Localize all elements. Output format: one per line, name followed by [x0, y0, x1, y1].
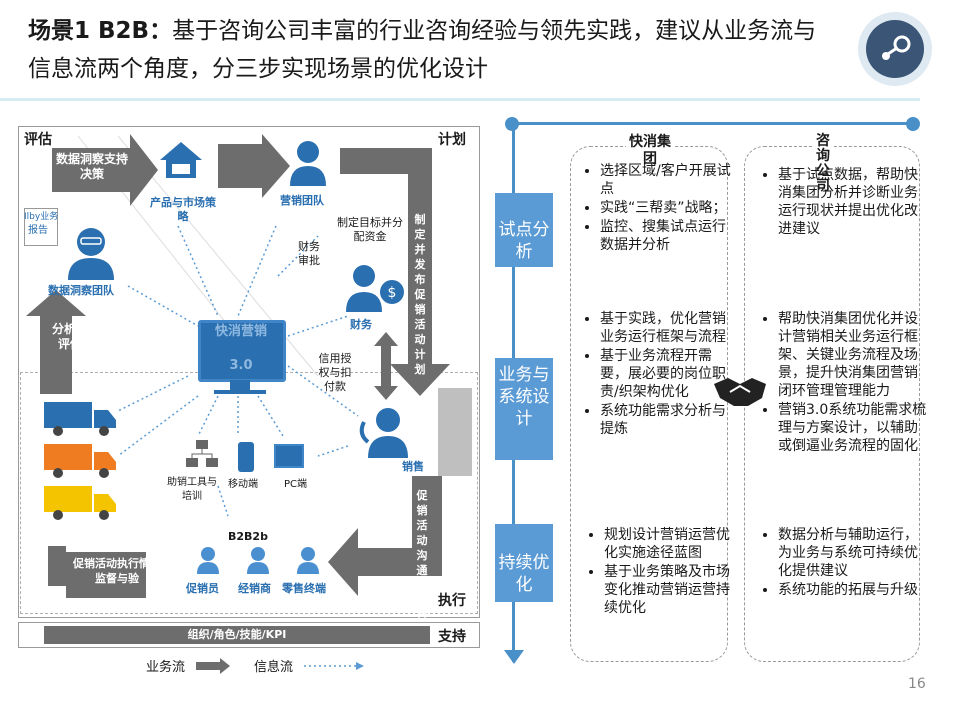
center-monitor-icon: [198, 320, 286, 382]
list-item: 基于实践，优化营销业务运行框架与流程: [600, 310, 734, 346]
pc-icon: [274, 444, 304, 468]
handshake-icon: [712, 370, 768, 414]
label-set-target: 制定目标并分配资金: [337, 216, 403, 243]
truck-yellow-icon: [44, 482, 116, 526]
list-item: 实践“三帮卖”战略；: [600, 199, 732, 217]
phase-1-client-list: 选择区域/客户开展试点 实践“三帮卖”战略； 监控、搜集试点运行数据并分析: [582, 162, 732, 255]
report-tag: Ilby业务: [24, 212, 59, 222]
label-credit: 信用授权与扣付款: [318, 352, 352, 393]
timeline-end-dot: [906, 117, 920, 131]
truck-blue-icon: [44, 398, 116, 442]
list-item: 基于试点数据，帮助快消集团分析并诊断业务运行现状并提出优化改进建议: [778, 166, 926, 238]
arrow-promo-supervise: 促销活动执行情况监督与验: [73, 557, 161, 585]
phase-3-consultant-list: 数据分析与辅助运行，为业务与系统可持续优化提供建议 系统功能的拓展与升级: [760, 526, 926, 600]
center-version: 3.0: [229, 358, 253, 373]
list-item: 系统功能需求分析与提炼: [600, 402, 734, 438]
timeline-top: [512, 122, 912, 125]
node-product-strategy: 产品与市场策略: [150, 196, 216, 223]
node-mobile: 移动端: [228, 479, 258, 490]
flow-arrows: [26, 134, 450, 598]
support-bar: 组织/角色/技能/KPI: [44, 626, 430, 644]
phase-1: 试点分析: [495, 193, 553, 267]
monitor-stand: [230, 380, 250, 390]
node-pc: PC端: [284, 479, 308, 490]
list-item: 基于业务流程开需要，展必要的岗位职责/织架构优化: [600, 347, 734, 401]
support-frame: [18, 622, 480, 648]
label-finance-approve: 财务审批: [298, 240, 320, 267]
legend-business-flow: 业务流: [146, 660, 186, 675]
node-sales: 销售: [402, 460, 424, 473]
col-head-client: 快消集团: [626, 134, 674, 168]
retail-icon: [296, 546, 320, 578]
house-icon: [158, 140, 204, 184]
report-label: 报告: [28, 225, 48, 236]
analyst-person-icon: [64, 224, 118, 286]
label-execute: 执行: [438, 593, 466, 609]
list-item: 数据分析与辅助运行，为业务与系统可持续优化提供建议: [778, 526, 926, 580]
list-item: 帮助快消集团优化并设计营销相关业务运行框架、关键业务流程及场景，提升快消集团营销…: [778, 310, 928, 400]
monitor-base: [214, 390, 266, 394]
phase-2-consultant-list: 帮助快消集团优化并设计营销相关业务运行框架、关键业务流程及场景，提升快消集团营销…: [760, 310, 928, 456]
client-column-card: [570, 146, 728, 662]
legend-business-arrow: [196, 658, 230, 674]
svg-text:$: $: [388, 285, 397, 301]
page-title: 场景1 B2B：基于咨询公司丰富的行业咨询经验与领先实践，建议从业务流与信息流两…: [28, 18, 817, 82]
node-data-team: 数据洞察团队: [48, 284, 114, 297]
promoter-icon: [196, 546, 220, 578]
consultant-column-card: [744, 146, 920, 662]
phase-3: 持续优化: [495, 524, 553, 602]
label-evaluate: 评估: [24, 132, 52, 148]
list-item: 基于业务策略及市场变化推动营销运营持续优化: [604, 563, 736, 617]
node-finance: 财务: [350, 318, 372, 331]
list-item: 监控、搜集试点运行数据并分析: [600, 218, 732, 254]
legend-info-arrow: [304, 662, 364, 670]
list-item: 系统功能的拓展与升级: [778, 581, 926, 599]
truck-orange-icon: [44, 440, 116, 484]
col-head-consultant: 咨询公司: [814, 133, 832, 194]
node-b2b2b: B2B2b: [228, 530, 268, 543]
node-retail: 零售终端: [282, 582, 326, 595]
network-tools-icon: [186, 440, 218, 470]
label-support: 支持: [438, 629, 466, 645]
legend-info-flow: 信息流: [254, 660, 294, 675]
center-title: 快消营销: [214, 324, 267, 339]
arrow-data-support: 数据洞察支持决策: [55, 152, 128, 181]
phase-2: 业务与系统设计: [495, 358, 553, 460]
sales-person-icon: [356, 404, 414, 464]
phase-1-consultant-list: 基于试点数据，帮助快消集团分析并诊断业务运行现状并提出优化改进建议: [760, 166, 926, 239]
phase-2-client-list: 基于实践，优化营销业务运行框架与流程 基于业务流程开需要，展必要的岗位职责/织架…: [582, 310, 734, 439]
page-number: 16: [908, 676, 926, 692]
list-item: 营销3.0系统功能需求梳理与方案设计，以辅助或倒逼业务流程的固化: [778, 401, 928, 455]
node-tools: 助销工具与培训: [167, 477, 217, 502]
list-item: 规划设计营销运营优化实施途径蓝图: [604, 526, 736, 562]
label-plan: 计划: [438, 132, 466, 148]
diagram-frame: [18, 126, 480, 618]
steam-logo-icon: [866, 20, 924, 78]
node-marketing-team: 营销团队: [280, 194, 324, 207]
phase-3-client-list: 规划设计营销运营优化实施途径蓝图 基于业务策略及市场变化推动营销运营持续优化: [586, 526, 736, 618]
arrow-promo-comm: 促销活动沟通与执行: [416, 489, 428, 622]
title-divider: [0, 98, 920, 101]
timeline-arrow-icon: [504, 650, 524, 664]
dealer-icon: [246, 546, 270, 578]
marketing-person-icon: [288, 138, 328, 192]
list-item: 选择区域/客户开展试点: [600, 162, 732, 198]
node-promoter: 促销员: [186, 582, 219, 595]
road-icon: [438, 388, 472, 476]
arrow-plan-publish: 制定并发布促销活动计划: [414, 213, 426, 376]
arrow-analyze: 分析与评估: [51, 322, 88, 351]
report-doc-icon: [24, 208, 58, 246]
finance-person-icon: $: [344, 262, 406, 318]
timeline-start-dot: [505, 117, 519, 131]
mobile-icon: [238, 442, 254, 472]
node-dealer: 经销商: [238, 582, 271, 595]
